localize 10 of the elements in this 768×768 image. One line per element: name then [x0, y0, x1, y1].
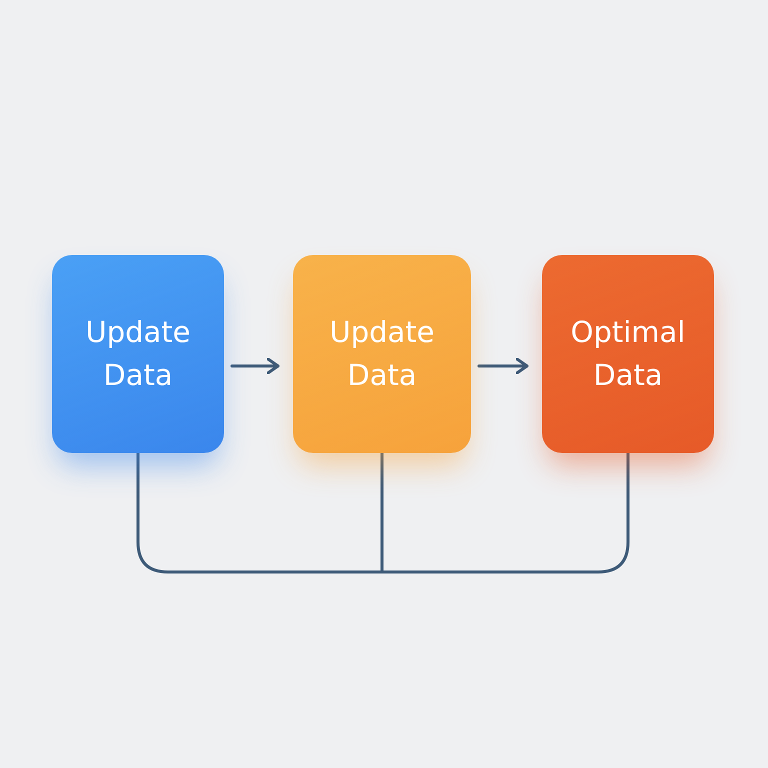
arrow	[478, 358, 528, 374]
connector-line	[380, 452, 630, 574]
process-box	[293, 255, 471, 453]
process-box	[542, 255, 714, 453]
box-label: Update Data	[84, 314, 192, 394]
connector-line	[136, 452, 384, 574]
arrow	[230, 358, 280, 374]
box-label: Optimal Data	[570, 314, 686, 394]
box-label: Update Data	[328, 314, 436, 394]
process-box	[52, 255, 224, 453]
